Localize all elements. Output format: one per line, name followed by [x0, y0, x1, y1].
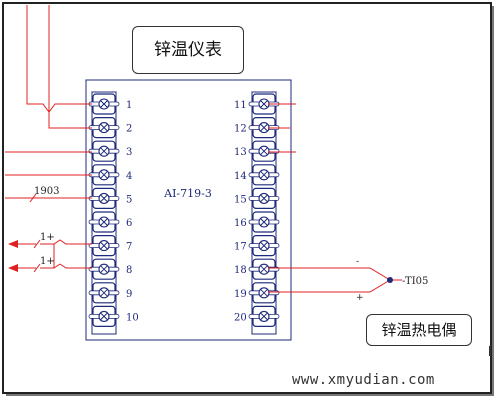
thermocouple-callout: 锌温热电偶: [366, 314, 472, 346]
wire-label-8: 1+: [40, 256, 55, 267]
terminal-number: 16: [234, 218, 247, 229]
terminal-number: 2: [126, 124, 132, 135]
device-model-label: AI-719-3: [163, 187, 212, 200]
terminal-number: 7: [126, 242, 132, 253]
device-body: [85, 79, 292, 341]
website-watermark: www.xmyudian.com: [292, 372, 435, 388]
wire-5-tick: [29, 193, 37, 203]
terminal-number: 6: [126, 218, 132, 229]
wire-terminal-7: [40, 239, 92, 245]
wire-label-7: 1+: [40, 232, 55, 243]
polarity-minus: -: [356, 257, 359, 267]
sensor-tag: -TI05: [402, 276, 428, 287]
terminal-number: 4: [126, 171, 132, 182]
instrument-title: 锌温仪表: [154, 40, 222, 60]
terminal-number: 10: [126, 312, 139, 323]
left-terminal-strip: 1 2 3 4 5 6 7 8 9 10: [88, 91, 139, 335]
terminal-number: 5: [126, 194, 132, 205]
terminal-number: 17: [234, 242, 247, 253]
terminal-number: 11: [234, 100, 247, 111]
terminal-number: 1: [126, 100, 132, 111]
arrow-terminal-7-icon: [8, 240, 18, 248]
thermocouple-label: 锌温热电偶: [381, 321, 457, 339]
terminal-number: 19: [234, 289, 247, 300]
arrow-terminal-8-icon: [8, 264, 18, 272]
terminal-number: 12: [234, 124, 247, 135]
terminal-number: 8: [126, 265, 132, 276]
wire-label-5: 1903: [34, 186, 59, 197]
terminal-number: 15: [234, 194, 247, 205]
terminal-number: 18: [234, 265, 247, 276]
wire-terminal-18: [268, 267, 391, 281]
wire-terminal-1: [26, 5, 92, 113]
right-terminal-strip: 11 12 13 14 15 16 17 18 19 20: [234, 91, 280, 335]
wire-terminal-19: [268, 279, 391, 293]
terminal-number: 9: [126, 289, 132, 300]
thermocouple-junction-icon: [387, 277, 393, 283]
polarity-plus: +: [356, 293, 364, 303]
instrument-title-callout: 锌温仪表: [132, 26, 244, 74]
wire-terminal-2: [48, 5, 92, 129]
terminal-number: 14: [234, 171, 247, 182]
terminal-number: 20: [234, 312, 247, 323]
terminal-number: 3: [126, 147, 132, 158]
terminal-number: 13: [234, 147, 247, 158]
